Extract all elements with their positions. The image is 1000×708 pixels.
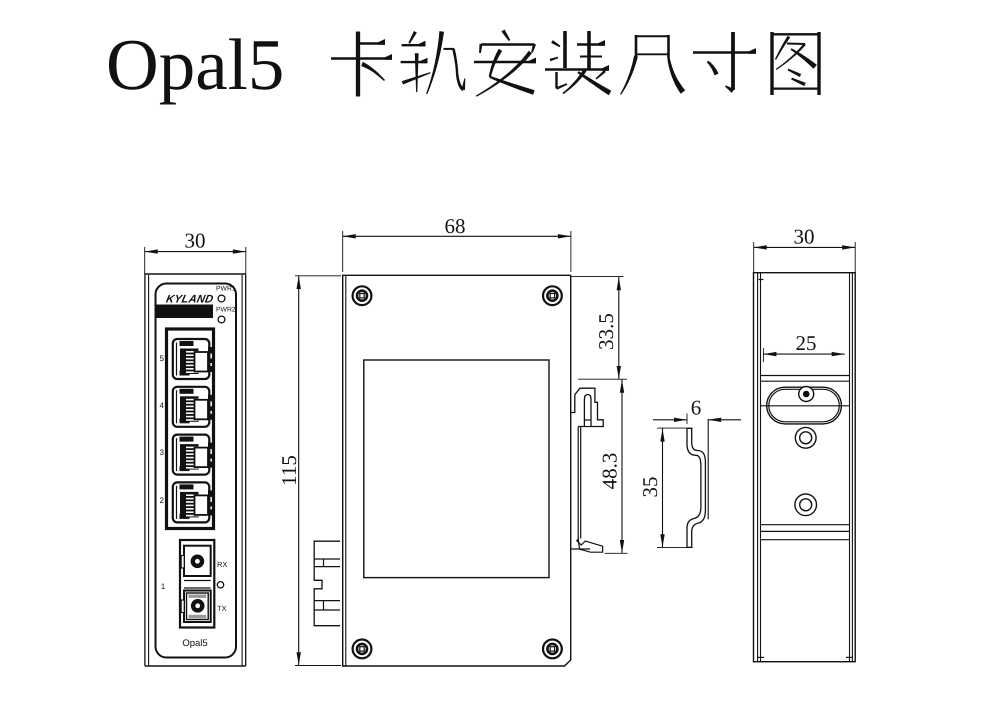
svg-text:30: 30	[794, 225, 815, 249]
svg-text:PWR2: PWR2	[216, 307, 236, 314]
svg-text:3: 3	[160, 448, 165, 457]
svg-text:4: 4	[160, 401, 165, 410]
svg-text:68: 68	[445, 214, 466, 238]
svg-text:25: 25	[796, 331, 817, 355]
svg-text:2: 2	[160, 496, 165, 505]
svg-text:1: 1	[161, 582, 166, 591]
svg-text:PWR1: PWR1	[216, 286, 236, 293]
svg-text:35: 35	[638, 477, 662, 498]
svg-text:115: 115	[277, 455, 301, 486]
svg-text:KYLAND: KYLAND	[165, 294, 215, 306]
svg-text:48.3: 48.3	[597, 453, 621, 490]
svg-text:RX: RX	[217, 560, 227, 569]
svg-text:33.5: 33.5	[594, 313, 618, 350]
svg-text:Opal5: Opal5	[106, 24, 284, 105]
svg-text:Opal5: Opal5	[182, 638, 207, 649]
svg-text:30: 30	[185, 229, 206, 253]
svg-text:5: 5	[160, 354, 165, 363]
svg-text:6: 6	[691, 396, 702, 420]
svg-text:TX: TX	[217, 604, 227, 613]
